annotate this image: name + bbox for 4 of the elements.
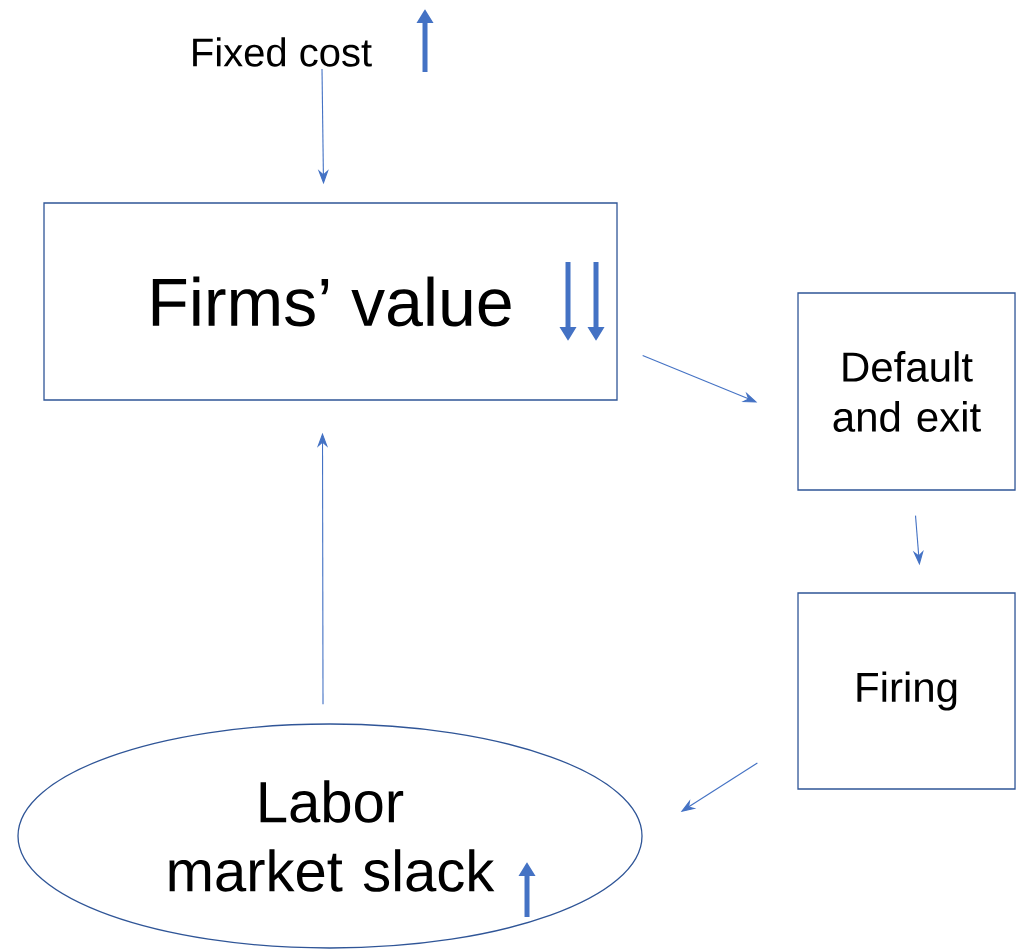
bare-label: Fixed cost (193, 37, 372, 67)
process-box: Firing (797, 592, 1016, 790)
process-box: Default and exit (797, 292, 1016, 491)
process-box: Firms’ value (43, 202, 618, 401)
